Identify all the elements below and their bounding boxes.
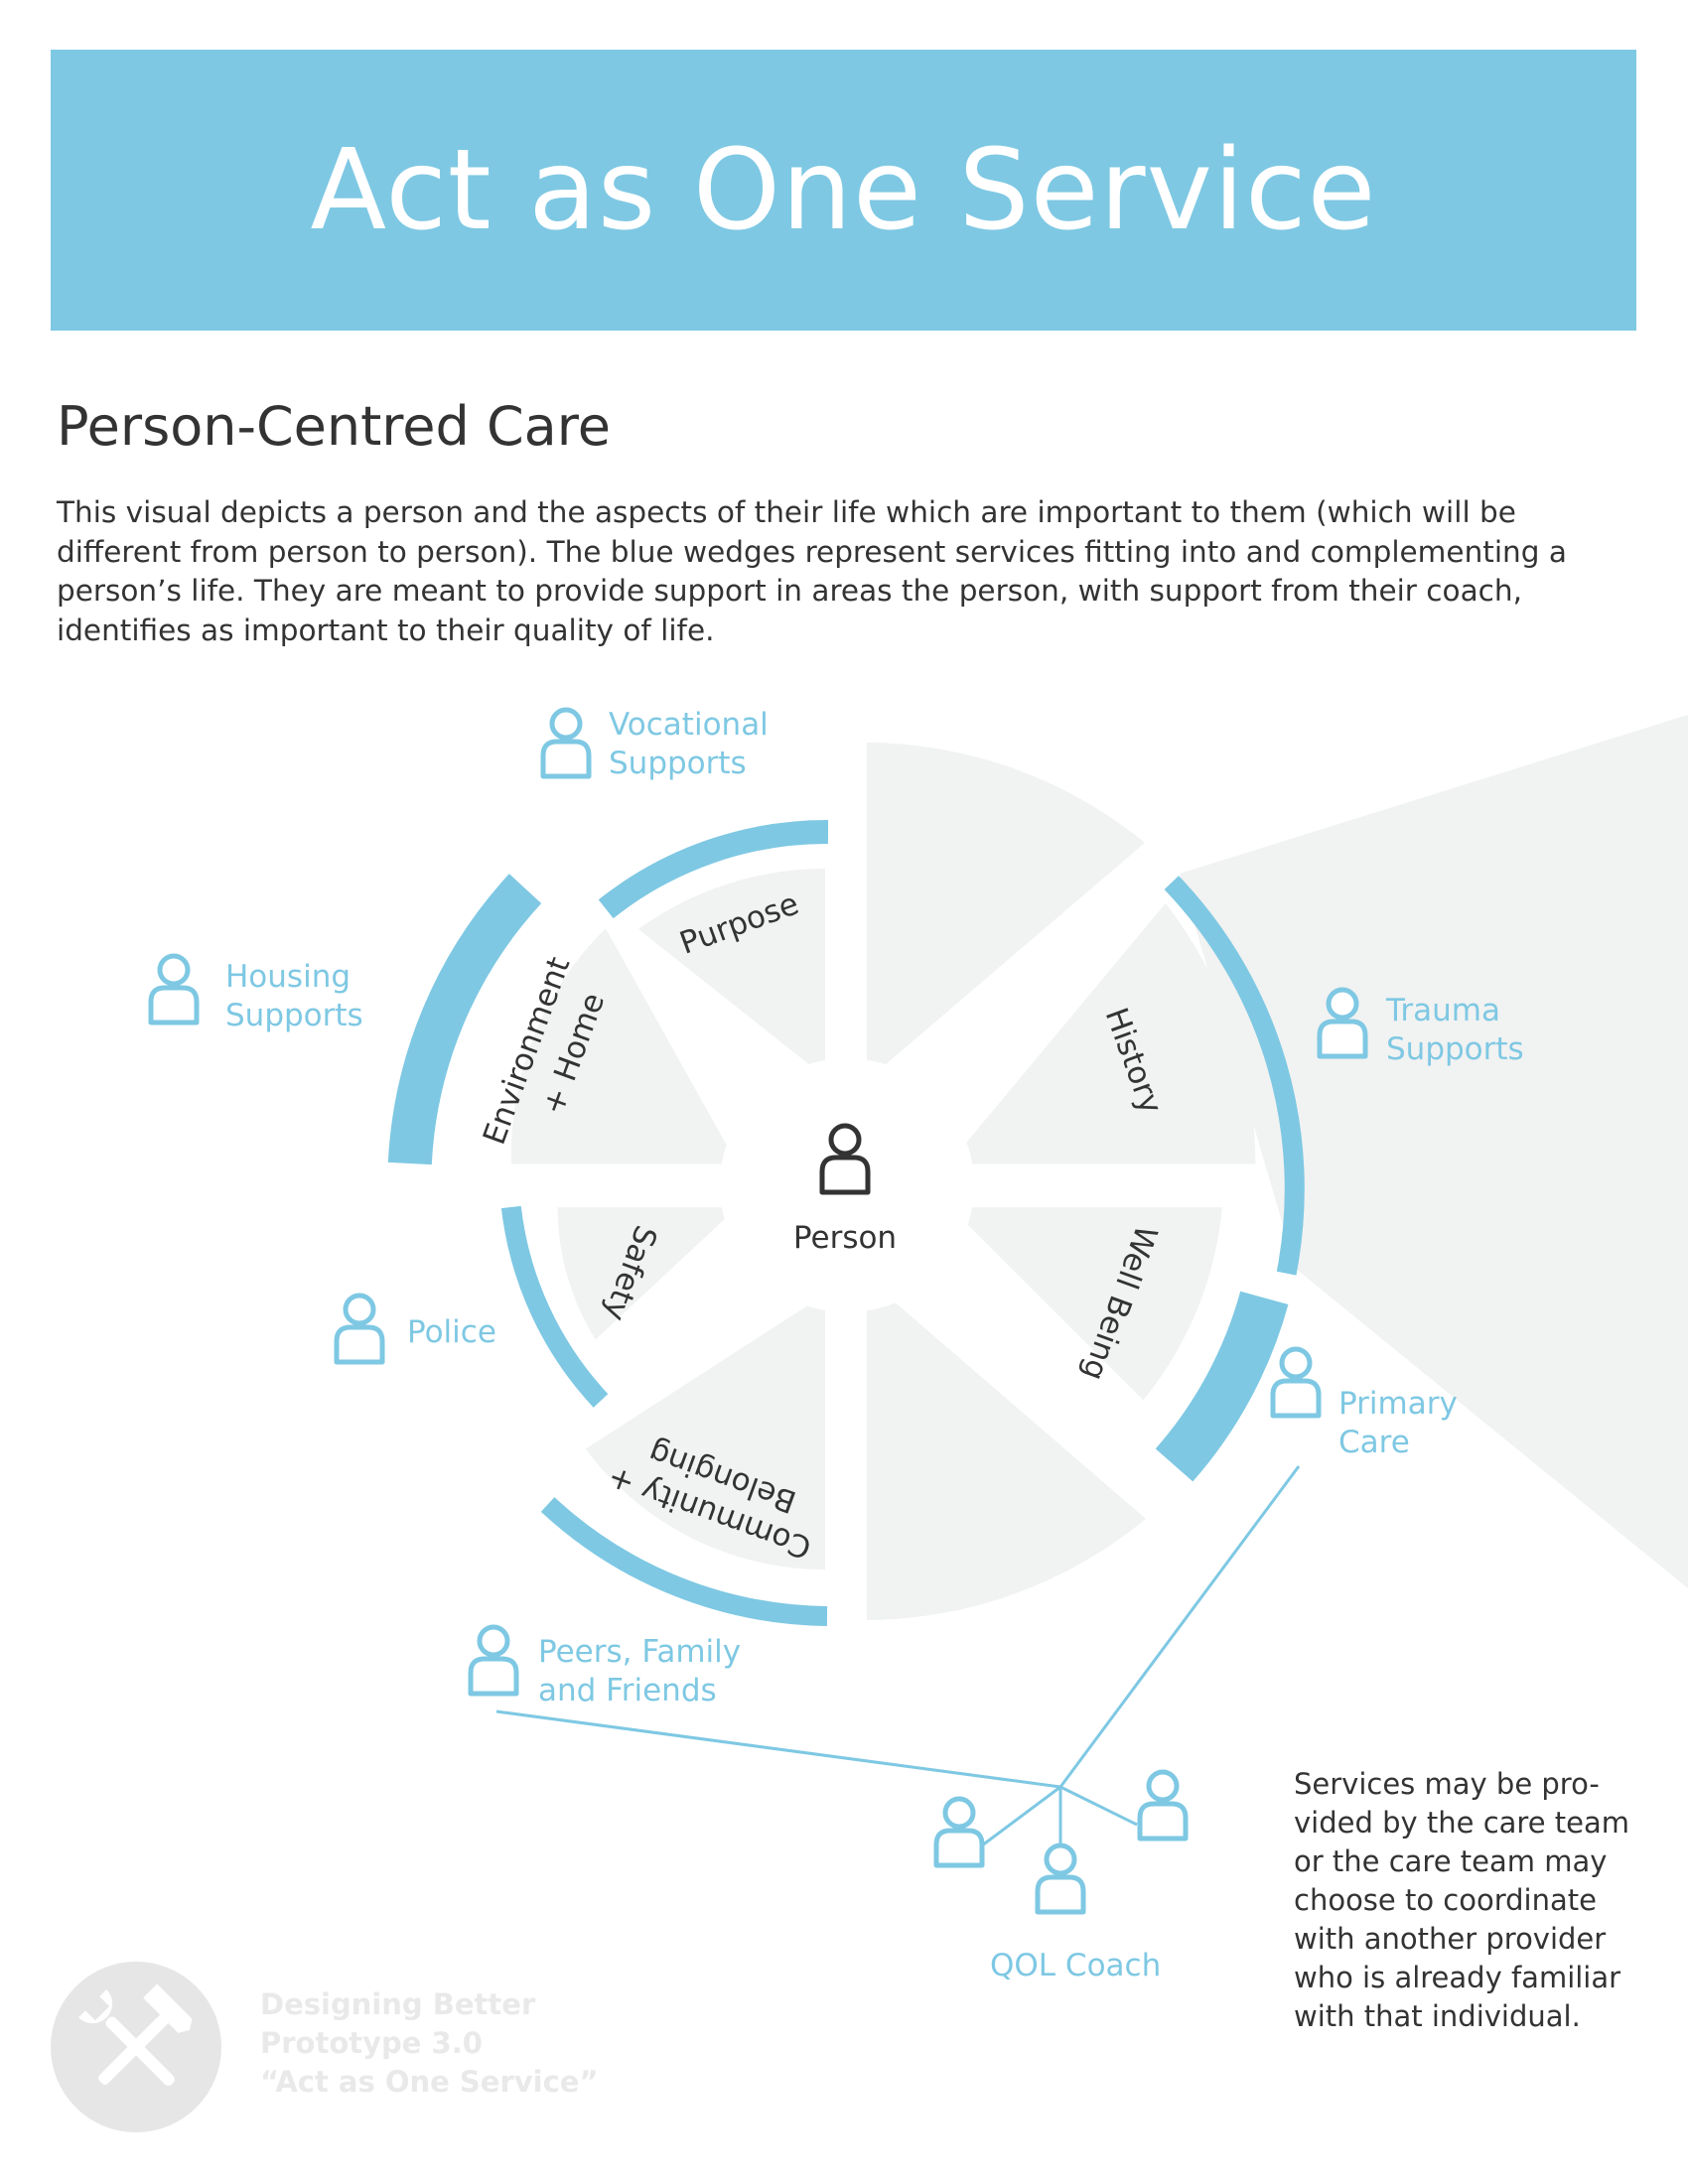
housing-label-2: Supports xyxy=(225,998,363,1033)
primary-care-label-1: Primary xyxy=(1338,1386,1458,1422)
person-label: Person xyxy=(793,1220,897,1256)
wedge-environment xyxy=(510,928,738,1164)
line-primary-to-hub xyxy=(1058,1465,1301,1788)
background-fan xyxy=(1180,715,1688,1588)
note-line: who is already familiar xyxy=(1294,1961,1621,1994)
note-line: Services may be pro- xyxy=(1294,1767,1600,1801)
coach-person-icon-center xyxy=(1038,1845,1083,1912)
police-person-icon xyxy=(337,1296,382,1362)
arc-peers xyxy=(540,1497,828,1626)
trauma-label-1: Trauma xyxy=(1385,993,1500,1028)
line-peers-to-hub xyxy=(495,1709,1061,1789)
arc-police xyxy=(500,1205,609,1408)
footer-line-2: Prototype 3.0 xyxy=(260,2026,483,2060)
housing-person-icon xyxy=(151,956,197,1023)
wedge-well-being xyxy=(950,1207,1222,1401)
coach-label: QOL Coach xyxy=(990,1948,1161,1983)
coach-person-icon-right xyxy=(1140,1772,1186,1839)
coach-person-icon-left xyxy=(936,1799,982,1865)
note-line: with another provider xyxy=(1294,1922,1607,1956)
service-arcs xyxy=(387,819,1305,1626)
arc-housing xyxy=(387,874,542,1165)
peers-person-icon xyxy=(471,1627,516,1694)
note-line: vided by the care team xyxy=(1294,1806,1629,1840)
note-text: Services may be pro- vided by the care t… xyxy=(1294,1765,1636,2036)
primary-care-label-2: Care xyxy=(1338,1425,1410,1460)
trauma-label-2: Supports xyxy=(1386,1031,1524,1067)
page-title: Act as One Service xyxy=(310,125,1377,255)
footer-text: Designing Better Prototype 3.0 “Act as O… xyxy=(260,1985,599,2102)
vocational-person-icon xyxy=(543,710,589,776)
line-hub-coach-right xyxy=(1059,1785,1138,1827)
arc-primary xyxy=(1155,1291,1289,1482)
wedge-lower-right xyxy=(867,1278,1146,1620)
line-hub-coach-left xyxy=(977,1785,1061,1850)
primary-care-person-icon xyxy=(1273,1349,1319,1416)
connection-lines xyxy=(495,1465,1301,1850)
arc-trauma xyxy=(1164,876,1305,1276)
section-heading: Person-Centred Care xyxy=(57,395,611,458)
peers-label-2: and Friends xyxy=(538,1673,717,1708)
intro-paragraph: This visual depicts a person and the asp… xyxy=(57,495,1567,647)
arc-vocational xyxy=(598,819,829,919)
police-label: Police xyxy=(407,1314,496,1350)
wedge-upper-right xyxy=(867,743,1145,1081)
peers-label-1: Peers, Family xyxy=(538,1634,741,1670)
wedge-community xyxy=(585,1294,825,1570)
wedge-history xyxy=(948,902,1256,1164)
footer-line-3: “Act as One Service” xyxy=(260,2065,599,2099)
vocational-label-2: Supports xyxy=(609,746,747,781)
wedges xyxy=(510,743,1256,1620)
note-line: choose to coordinate xyxy=(1294,1883,1597,1917)
title-banner: Act as One Service xyxy=(51,50,1636,331)
note-line: or the care team may xyxy=(1294,1844,1608,1878)
vocational-label-1: Vocational xyxy=(609,707,769,743)
footer-line-1: Designing Better xyxy=(260,1987,536,2021)
wedge-safety xyxy=(557,1207,738,1340)
wedge-purpose xyxy=(638,869,825,1077)
note-line: with that individual. xyxy=(1294,1999,1581,2033)
housing-label-1: Housing xyxy=(225,959,351,995)
hammer-wrench-icon xyxy=(51,1962,221,2132)
